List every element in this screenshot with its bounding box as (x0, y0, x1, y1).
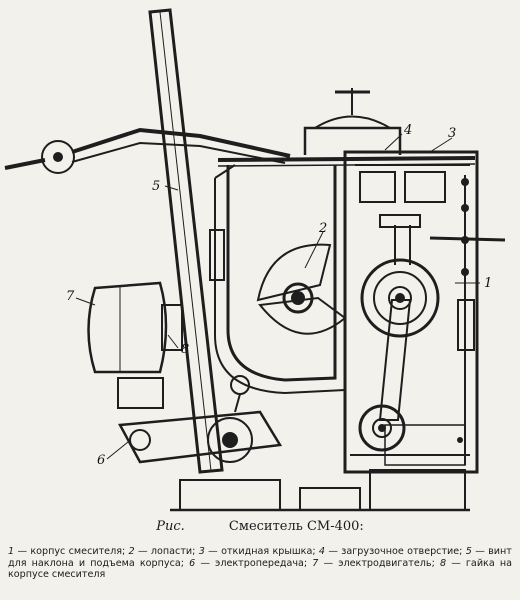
machine-base (170, 469, 470, 512)
hinged-lid (217, 156, 476, 167)
drive-gear (360, 214, 506, 338)
body-nut (161, 304, 183, 351)
legend-item: 8 — гайка на корпусе смесителя (8, 557, 512, 581)
legend-item: 6 — электропередача; (189, 557, 308, 569)
callout-labels: 1 2 3 4 5 6 7 8 (66, 123, 492, 468)
mixer-sm400-diagram: 1 2 3 4 5 6 7 8 (4, 8, 506, 512)
legend-item: 2 — лопасти; (128, 546, 196, 557)
tilt-lever (4, 127, 291, 174)
legend-item: 1 — корпус смесителя; (8, 546, 126, 557)
lift-screw (148, 8, 224, 474)
figure-legend: 1 — корпус смесителя; 2 — лопасти; 3 — о… (8, 546, 512, 581)
electric-motor (87, 281, 168, 409)
callout-8: 8 (181, 342, 189, 357)
callout-4: 4 (403, 123, 412, 138)
callout-3: 3 (448, 126, 456, 141)
legend-item: 4 — загрузочное отверстие; (318, 546, 463, 557)
callout-6: 6 (97, 453, 105, 468)
mixer-blades (256, 243, 347, 335)
figure-caption-title: Смеситель СМ-400: (228, 519, 364, 534)
crank-wheel (358, 404, 406, 452)
legend-item: 5 — винт для наклона и подъема корпуса; (8, 546, 512, 569)
loading-hatch (303, 88, 402, 155)
callout-7: 7 (66, 289, 75, 304)
mixer-body (209, 164, 346, 395)
callout-5: 5 (152, 179, 160, 194)
bowl-pivot (230, 375, 250, 413)
figure-caption: Рис. Смеситель СМ-400: (0, 519, 520, 534)
connecting-rod (378, 299, 412, 421)
legend-item: 3 — откидная крышка; (198, 546, 316, 557)
callout-leaders (75, 133, 480, 460)
callout-1: 1 (484, 276, 492, 291)
gearbox-frame (343, 150, 479, 474)
legend-item: 7 — электродвигатель; (312, 557, 435, 569)
figure-caption-prefix: Рис. (156, 519, 185, 534)
electric-transmission (118, 410, 283, 464)
callout-2: 2 (318, 221, 327, 236)
frame-bolts (457, 178, 469, 443)
